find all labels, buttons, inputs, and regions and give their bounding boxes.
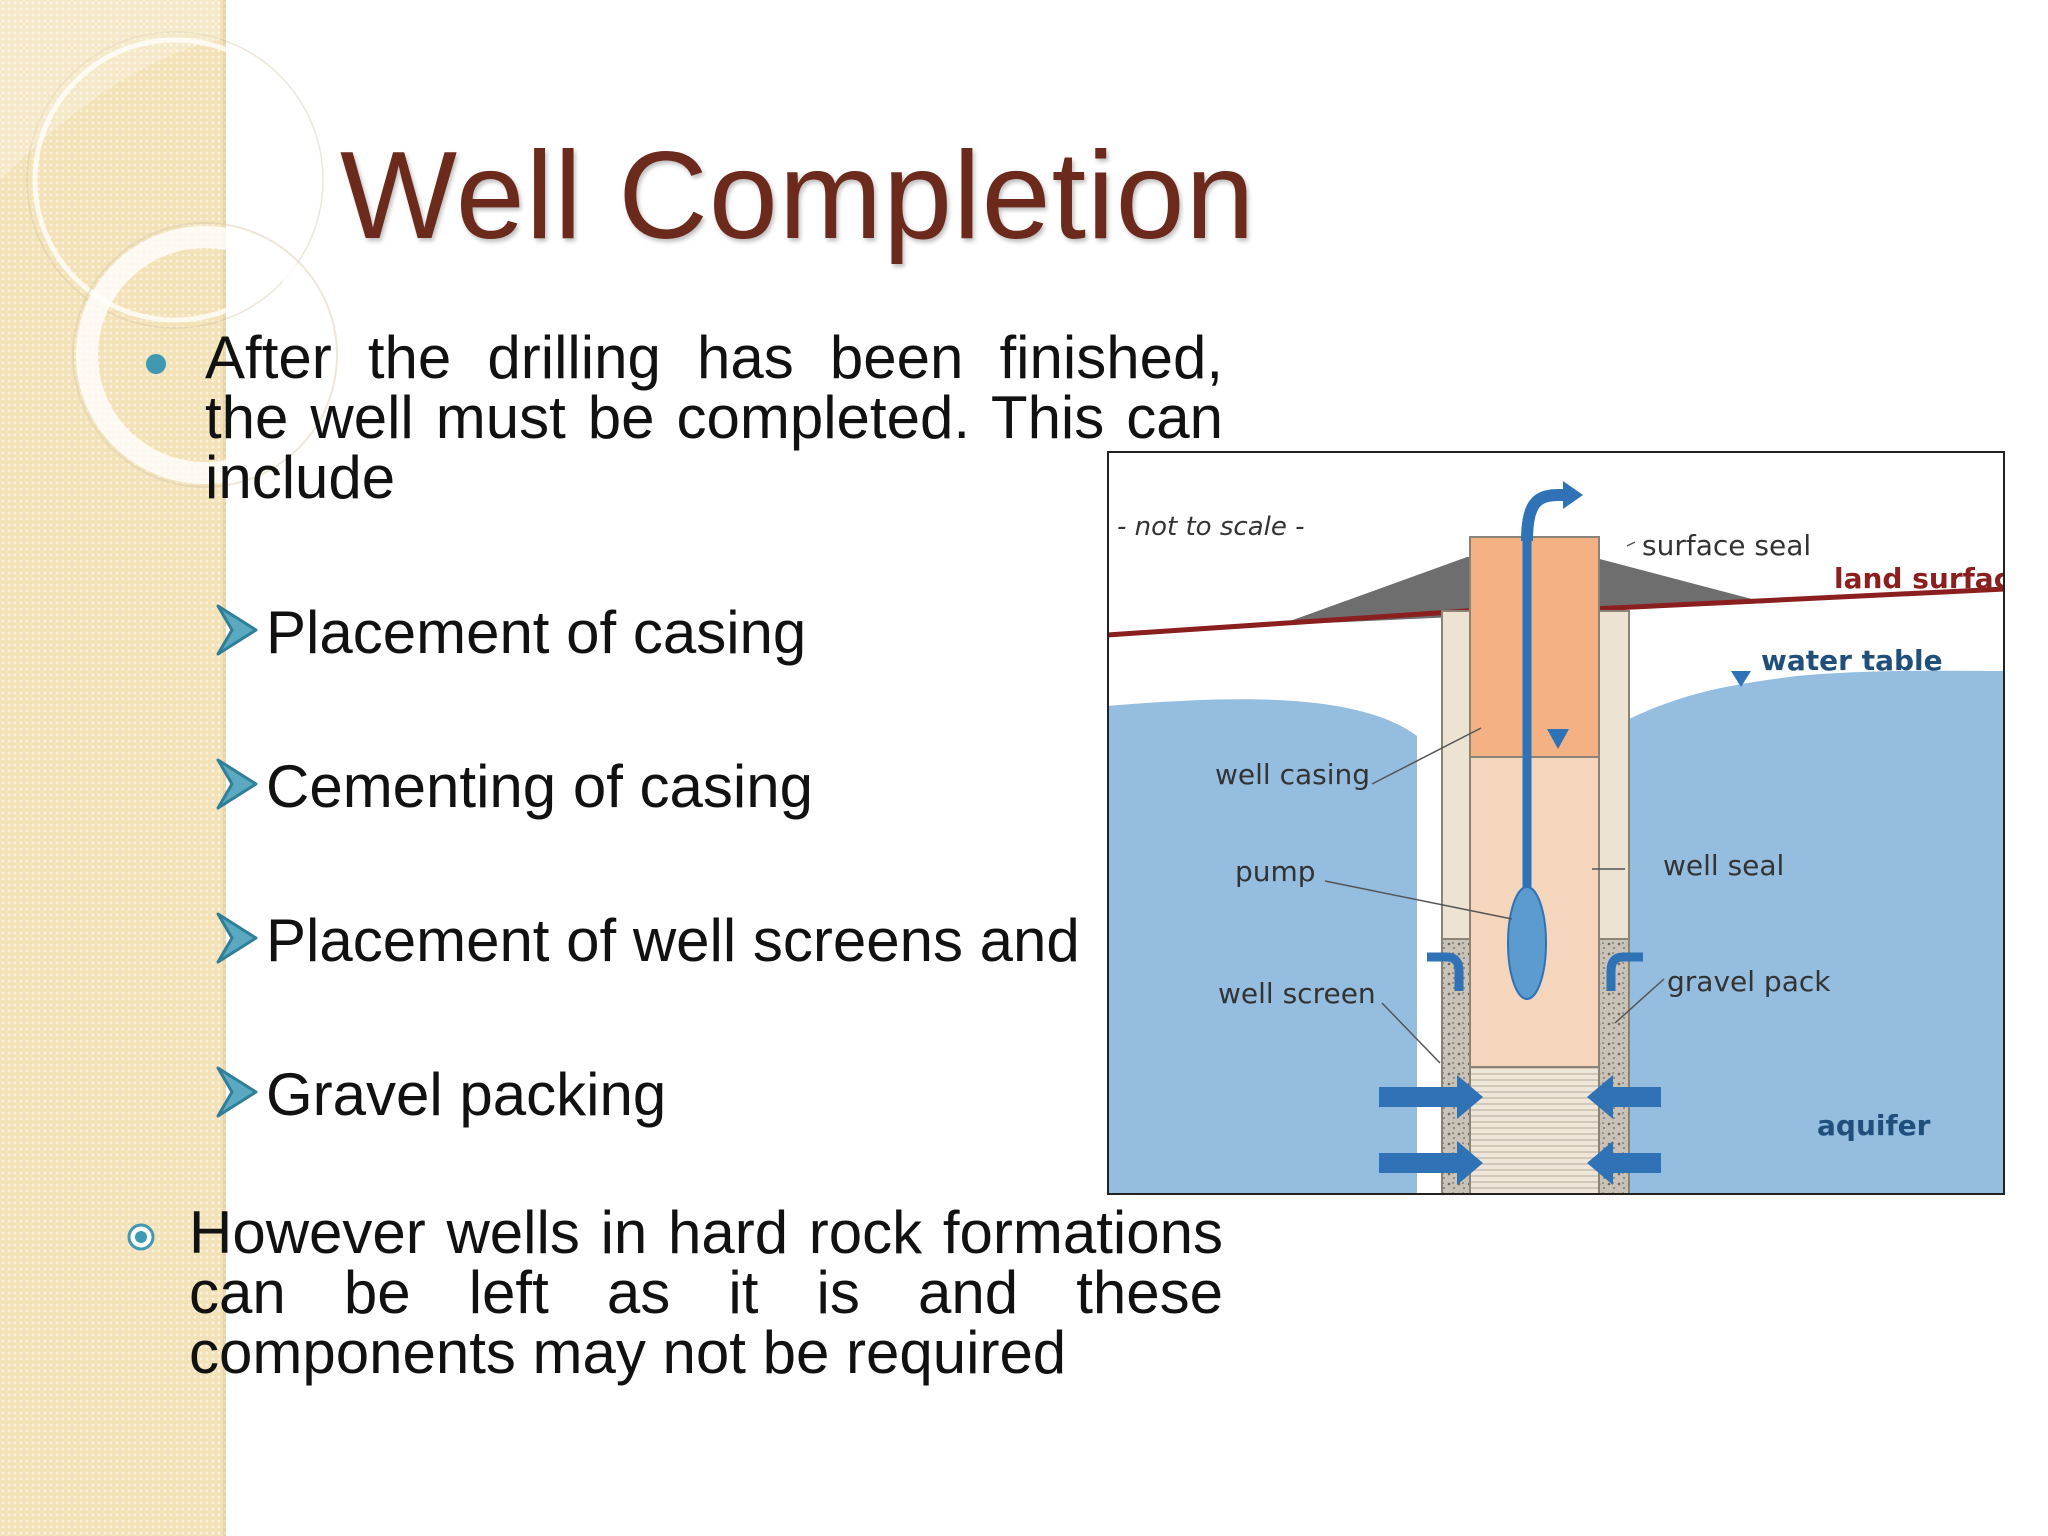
diagram-frame: [1107, 451, 2005, 1195]
note-label: - not to scale -: [1117, 512, 1305, 542]
arrow-bullet-icon: [216, 912, 258, 964]
inflow-arrow-icon: [1379, 1075, 1483, 1119]
well-seal-label: well seal: [1663, 849, 1784, 882]
outflow-arrow-icon: [1563, 481, 1583, 509]
sidebar-decor-band: [0, 0, 226, 1536]
sub-item-label: Placement of casing: [266, 599, 807, 666]
arrow-bullet-icon: [216, 1066, 258, 1118]
pump-label: pump: [1235, 855, 1316, 888]
bullet-dot-icon: [146, 354, 166, 374]
pump-body: [1507, 886, 1547, 1000]
sub-item-label: Gravel packing: [266, 1061, 667, 1128]
arrow-bullet-icon: [216, 604, 258, 656]
slide-title: Well Completion: [340, 127, 1256, 265]
well-casing-label: well casing: [1215, 758, 1370, 791]
arrow-bullet-icon: [216, 758, 258, 810]
well-screen-section: [1469, 1066, 1600, 1195]
aquifer-label: aquifer: [1817, 1109, 1931, 1142]
casing-upper: [1469, 536, 1600, 758]
water-table-icon: [1731, 671, 1751, 687]
decorative-rings: [0, 0, 338, 488]
inflow-arrow-icon: [1587, 1141, 1661, 1185]
surface-seal-label: surface seal: [1642, 529, 1811, 562]
land-surface-label: land surface: [1834, 562, 2005, 595]
water-level-marker-icon: [1547, 729, 1569, 749]
sub-item-label: Cementing of casing: [266, 753, 813, 820]
well-screen-label: well screen: [1218, 977, 1376, 1010]
aquifer-water-right: [1597, 670, 2005, 1195]
aquifer-water-left: [1107, 699, 1417, 1195]
well-diagram: - not to scale - surface seal land surfa…: [1107, 451, 2005, 1195]
inflow-hook-right: [1606, 952, 1643, 991]
ring-bullet-icon: [127, 1223, 155, 1251]
bullet-1-text: After the drilling has been finished, th…: [205, 324, 1223, 511]
bullet-2-text: However wells in hard rock formations ca…: [189, 1199, 1223, 1386]
inflow-hook-left: [1427, 952, 1464, 991]
gravel-pack-label: gravel pack: [1667, 965, 1831, 998]
water-table-label: water table: [1761, 644, 1943, 677]
outflow-pipe: [1521, 489, 1567, 542]
inflow-arrow-icon: [1379, 1141, 1483, 1185]
sub-item-label: Placement of well screens and: [266, 907, 1080, 974]
inflow-arrow-icon: [1587, 1075, 1661, 1119]
